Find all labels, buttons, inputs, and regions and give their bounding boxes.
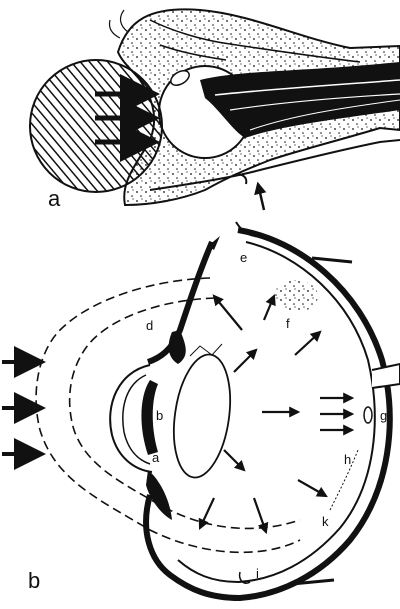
label-h: h	[344, 452, 351, 467]
label-c: c	[170, 344, 177, 359]
impacting-ball	[30, 60, 162, 192]
label-b: b	[156, 408, 163, 423]
label-e: e	[240, 250, 247, 265]
label-i: i	[256, 566, 259, 581]
label-g: g	[380, 408, 387, 423]
label-d: d	[146, 318, 153, 333]
fracture-arrow	[258, 184, 264, 210]
label-f: f	[286, 316, 290, 331]
panel-a: a	[30, 9, 400, 211]
panel-a-label: a	[48, 186, 61, 211]
panel-b-label: b	[28, 568, 40, 593]
label-a: a	[152, 450, 160, 465]
optic-nerve	[372, 364, 400, 388]
macula	[364, 407, 372, 423]
label-k: k	[322, 514, 329, 529]
retinal-hemorrhage	[274, 280, 318, 312]
panel-b: a b c d e f g h i k b	[2, 222, 400, 598]
lens	[167, 351, 238, 481]
